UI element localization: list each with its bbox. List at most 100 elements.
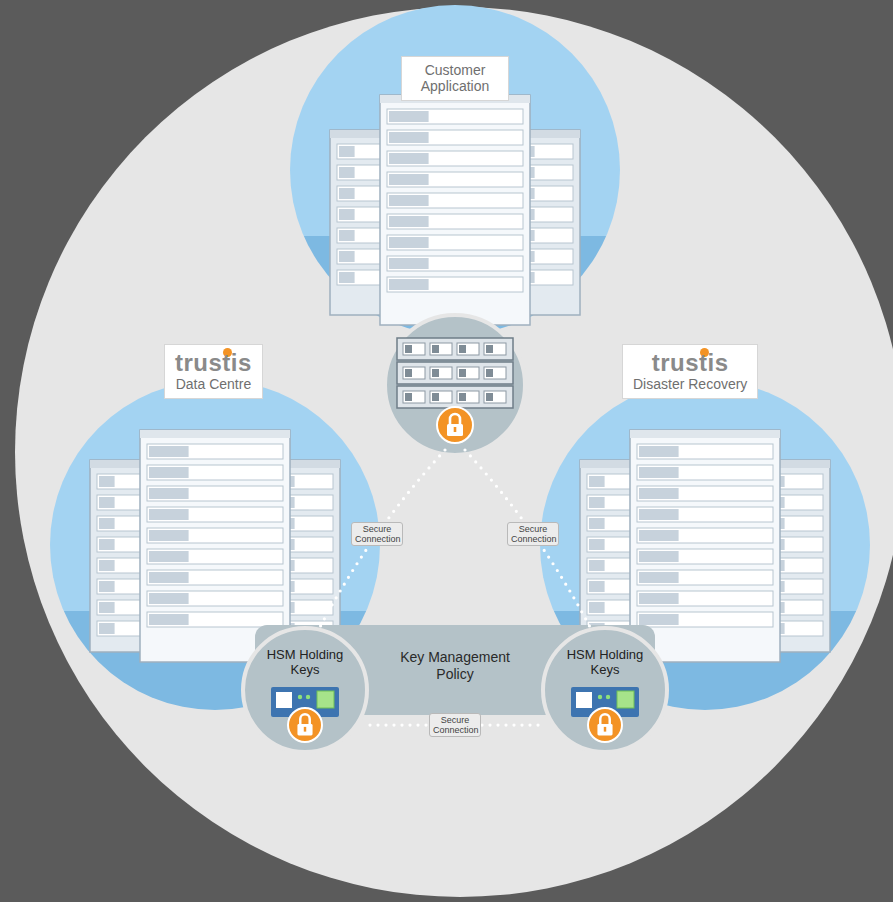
secure-connection-line (465, 450, 590, 627)
rack-slot-vent (639, 467, 679, 478)
rack-slot-vent (639, 551, 679, 562)
rack-slot (147, 528, 283, 543)
appliance-bay (430, 367, 452, 379)
rack-top (140, 430, 290, 438)
appliance-bay (403, 343, 425, 355)
hsm-circle-fill (243, 628, 367, 752)
rack-slot-vent (339, 188, 355, 199)
hsm-circle-art (540, 625, 670, 755)
rack-slot (637, 549, 773, 564)
rack-top (630, 430, 780, 438)
hsm-display (276, 692, 292, 708)
hsm-led (298, 695, 302, 699)
padlock-shackle (450, 414, 460, 424)
padlock-icon (288, 708, 322, 742)
rack-slot-vent (639, 614, 679, 625)
rack-slot-vent (99, 581, 115, 592)
rack-slot-vent (99, 476, 115, 487)
hsm-led (306, 695, 310, 699)
appliance-bay-mark (486, 369, 493, 377)
hsm-led (606, 695, 610, 699)
server-rack (380, 95, 530, 325)
appliance-bay (484, 343, 506, 355)
rack-slot (387, 277, 523, 292)
rack-slot-vent (389, 153, 429, 164)
padlock-keyhole (304, 727, 306, 732)
appliance-bay (403, 391, 425, 403)
site-region: Customer Application (290, 5, 620, 450)
appliance-bay (430, 391, 452, 403)
rack-slot-vent (99, 602, 115, 613)
rack-slot-vent (149, 593, 189, 604)
rack-slot-vent (639, 446, 679, 457)
appliance-bay-mark (432, 369, 439, 377)
server-rack (630, 430, 780, 662)
appliance-bay-mark (486, 393, 493, 401)
hsm-circle-fill (543, 628, 667, 752)
appliance-bay (430, 343, 452, 355)
rack-slot-vent (149, 572, 189, 583)
hsm-panel (617, 691, 634, 708)
rack-slot-vent (149, 551, 189, 562)
rack-slot (147, 486, 283, 501)
rack-slot-vent (149, 509, 189, 520)
appliance-unit (397, 362, 513, 384)
rack-slot-vent (639, 593, 679, 604)
appliance-bay-mark (432, 393, 439, 401)
connection-label: Secure Connection (351, 522, 403, 546)
hsm-label: HSM Holding Keys (260, 647, 350, 677)
rack-slot-vent (339, 272, 355, 283)
rack-slot (147, 507, 283, 522)
appliance-unit (397, 386, 513, 408)
rack-slot (147, 444, 283, 459)
server-racks (90, 95, 830, 662)
rack-slot (147, 570, 283, 585)
rack-slot-vent (389, 216, 429, 227)
rack-slot-vent (389, 237, 429, 248)
rack-slot-vent (339, 251, 355, 262)
rack-slot-vent (149, 467, 189, 478)
connection-label: Secure Connection (429, 713, 481, 737)
appliance-bay-mark (405, 393, 412, 401)
appliance-bay (484, 367, 506, 379)
hsm-display (576, 692, 592, 708)
rack-slot (387, 172, 523, 187)
padlock-body (597, 724, 612, 735)
hsm-led (598, 695, 602, 699)
hsm-label: HSM Holding Keys (560, 647, 650, 677)
padlock-icon (588, 708, 622, 742)
appliance-circle (385, 315, 525, 455)
site-label-box: trustisDisaster Recovery (623, 345, 757, 398)
rack-slot-vent (589, 602, 605, 613)
rack-slot (387, 235, 523, 250)
rack-slot-vent (149, 614, 189, 625)
padlock-body (297, 724, 312, 735)
rack-slot-vent (389, 279, 429, 290)
rack-slot-vent (389, 195, 429, 206)
outer-circle (15, 7, 893, 897)
padlock-keyhole (604, 727, 606, 732)
rack-slot-vent (149, 446, 189, 457)
rack-slot-vent (149, 488, 189, 499)
appliance-bay-mark (459, 345, 466, 353)
rack-slot (637, 465, 773, 480)
rack-slot (387, 130, 523, 145)
rack-slot (637, 444, 773, 459)
rack-slot-vent (389, 174, 429, 185)
rack-slot-vent (99, 623, 115, 634)
rack-slot (637, 486, 773, 501)
padlock-icon (437, 407, 473, 443)
appliance-bay (403, 367, 425, 379)
rack-slot (147, 549, 283, 564)
rack-slot-vent (99, 518, 115, 529)
site-label-box: trustisData Centre (165, 345, 262, 398)
padlock-badge (437, 407, 473, 443)
appliance-bay-mark (486, 345, 493, 353)
appliance-bay (484, 391, 506, 403)
rack-slot-vent (639, 488, 679, 499)
padlock-shackle (300, 714, 309, 724)
site-label-box: Customer Application (402, 57, 508, 100)
rack-slot-vent (339, 230, 355, 241)
